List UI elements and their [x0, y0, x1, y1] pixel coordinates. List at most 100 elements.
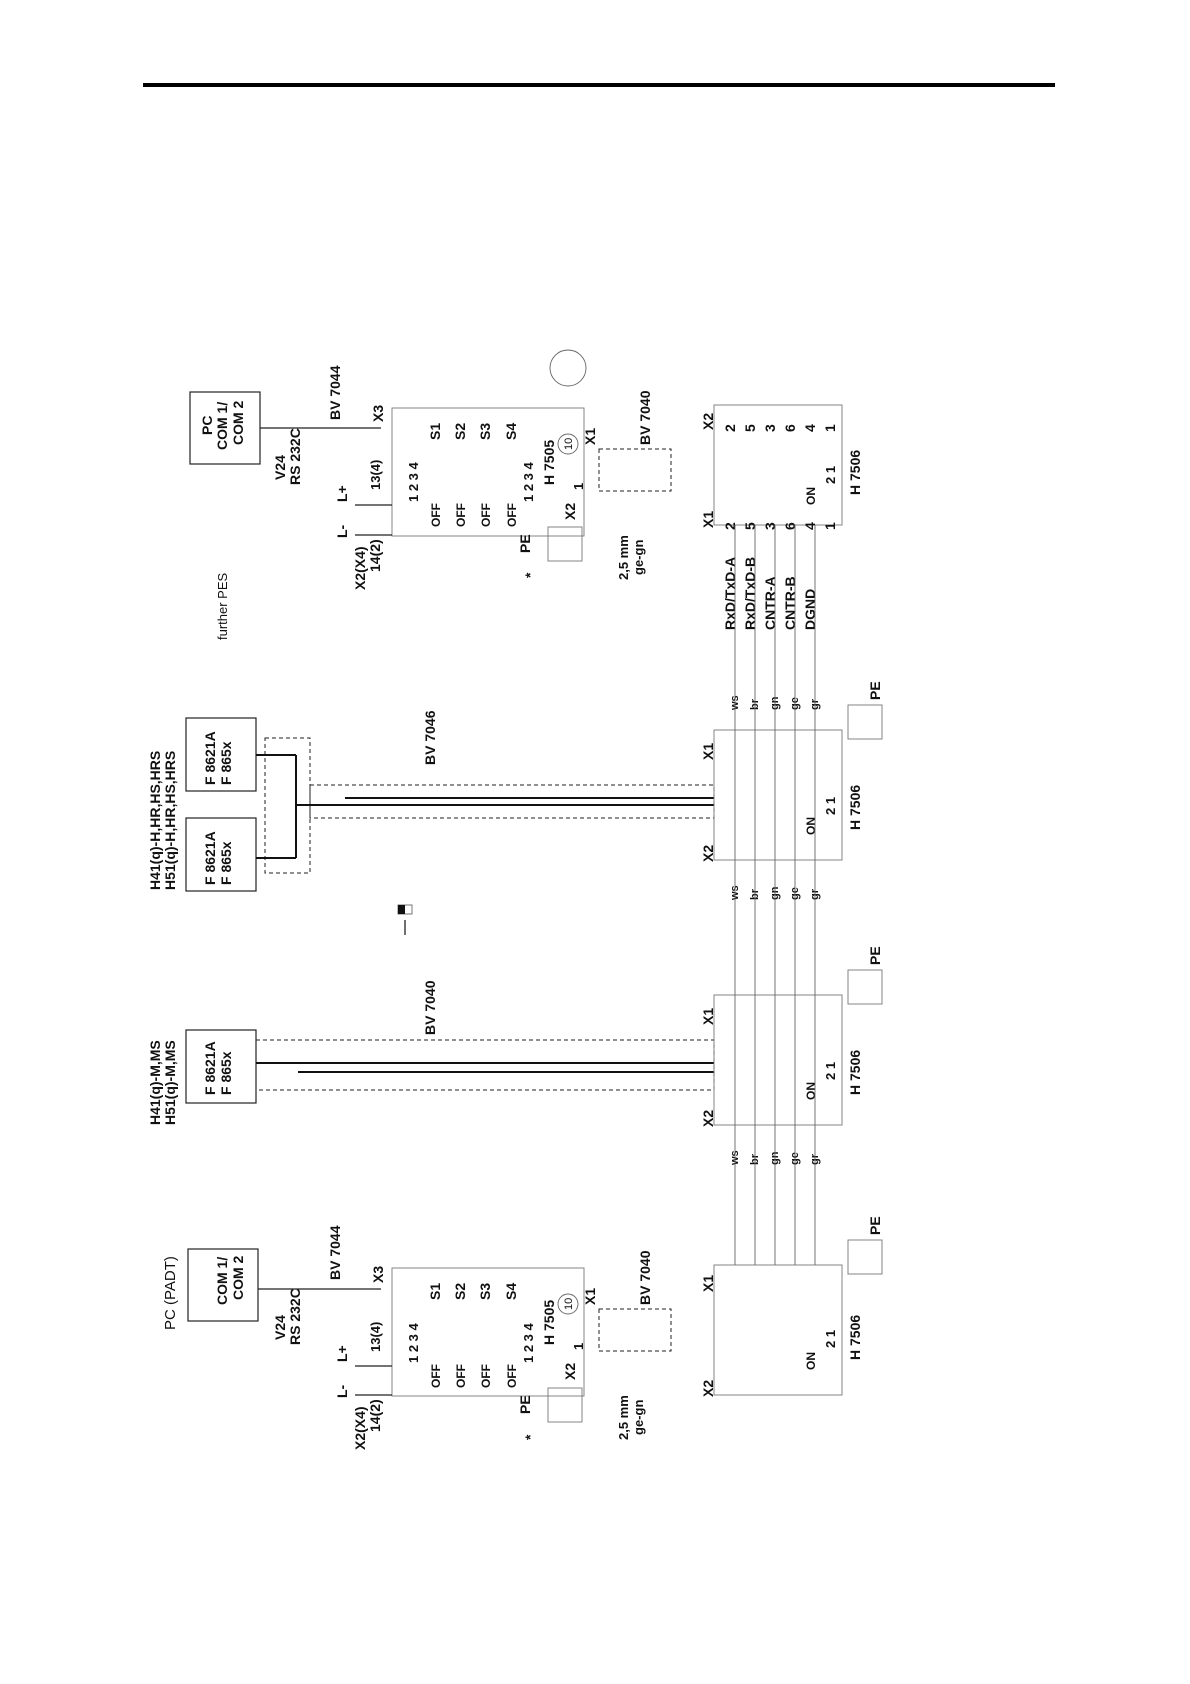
lplus-label: L+ — [334, 1345, 350, 1362]
t-5b: 5 — [742, 522, 758, 530]
h51-h-label: H51(q)-H,HR,HS,HRS — [162, 751, 178, 890]
x1-label-2: X1 — [582, 428, 598, 445]
x2-h7506-4: X2 — [700, 1380, 716, 1397]
x2-h7506-1: X2 — [700, 413, 716, 430]
dgnd-label: DGND — [802, 589, 818, 630]
off-label-1: OFF — [429, 1364, 443, 1388]
x2-h7506-3: X2 — [700, 1110, 716, 1127]
h7505-upper: X3 X2(X4) 14(2) 13(4) L- L+ 1 2 3 4 OFF … — [334, 349, 672, 590]
t13-label: 13(4) — [368, 1322, 383, 1352]
x1-h7506-3: X1 — [700, 1008, 716, 1025]
bv7040-label-4: BV 7040 — [422, 980, 438, 1035]
s1-label: S1 — [427, 1283, 443, 1300]
t13-label-2: 13(4) — [368, 460, 383, 490]
h7505-label-2: H 7505 — [541, 440, 557, 485]
f865x-label: F 865x — [218, 1051, 234, 1095]
pc-padt-group: PC (PADT) COM 1/ COM 2 V24 RS 232C BV 70… — [162, 1225, 381, 1345]
dip-digits-3: 1 2 3 4 — [406, 461, 421, 502]
bus-wires — [734, 525, 816, 1265]
f865x-label-3: F 865x — [218, 841, 234, 885]
mm2-label-2: 2,5 mm — [616, 535, 631, 580]
v24-label-2: V24 — [272, 455, 288, 480]
rs232c-label-2: RS 232C — [287, 428, 303, 485]
f865x-label-2: F 865x — [218, 741, 234, 785]
one-label-2: 1 — [571, 483, 586, 490]
bv7046-label: BV 7046 — [422, 710, 438, 765]
x1-h7506-4: X1 — [700, 1275, 716, 1292]
pe-bus-1: PE — [867, 681, 883, 700]
rxd-a-label: RxD/TxD-A — [722, 557, 738, 630]
pe-bus-2: PE — [867, 946, 883, 965]
gegn-label-2: ge-gn — [631, 540, 646, 575]
t-5: 5 — [742, 424, 758, 432]
h41-h-label: H41(q)-H,HR,HS,HRS — [147, 751, 163, 890]
ten-label-2: 10 — [563, 438, 575, 450]
signal-labels: RxD/TxD-A RxD/TxD-B CNTR-A CNTR-B DGND — [722, 557, 818, 630]
terminal-numbers: 2 5 3 6 4 1 2 5 3 6 4 1 — [722, 424, 838, 530]
com1-label: COM 1/ — [214, 1257, 230, 1305]
h7506-label-1: H 7506 — [847, 450, 863, 495]
pc-group: PC COM 1/ COM 2 V24 RS 232C BV 7044 furt… — [189, 365, 381, 640]
t-6: 6 — [782, 424, 798, 432]
x1-h7506-2: X1 — [700, 743, 716, 760]
bv7040-label-3: BV 7040 — [637, 390, 653, 445]
h51-m-label: H51(q)-M,MS — [162, 1040, 178, 1125]
s3-label: S3 — [477, 1283, 493, 1300]
h7506-label-2: H 7506 — [847, 785, 863, 830]
t14-label: 14(2) — [367, 1399, 383, 1432]
lminus-label-2: L- — [334, 524, 350, 538]
cntr-a-label: CNTR-A — [762, 576, 778, 630]
mm2-label: 2,5 mm — [616, 1395, 631, 1440]
com2-label: COM 2 — [230, 1255, 246, 1300]
off-label-6: OFF — [454, 503, 468, 527]
t-3b: 3 — [762, 522, 778, 530]
star-label: * — [522, 1434, 538, 1440]
s2-label: S2 — [452, 1283, 468, 1300]
h41-m-group: H41(q)-M,MS H51(q)-M,MS F 8621A F 865x B… — [147, 980, 715, 1125]
off-label-3: OFF — [479, 1364, 493, 1388]
on-label-4: ON — [804, 1352, 818, 1370]
x2-label: X2 — [562, 1363, 578, 1380]
on21-label-4: 2 1 — [823, 1330, 838, 1348]
h41-h-group: H41(q)-H,HR,HS,HRS H51(q)-H,HR,HS,HRS F … — [147, 710, 715, 935]
off-label-2: OFF — [454, 1364, 468, 1388]
further-pes-label: further PES — [215, 572, 230, 640]
s2-label-2: S2 — [452, 423, 468, 440]
f8621a-label-3: F 8621A — [202, 831, 218, 885]
x2-h7506-2: X2 — [700, 845, 716, 862]
one-label: 1 — [571, 1343, 586, 1350]
rxd-b-label: RxD/TxD-B — [742, 557, 758, 630]
pc-padt-label: PC (PADT) — [162, 1256, 179, 1330]
on-label-1: ON — [804, 487, 818, 505]
t-4b: 4 — [802, 522, 818, 530]
bv7044-label: BV 7044 — [327, 1225, 343, 1280]
com1-label-2: COM 1/ — [214, 402, 230, 450]
pe-label: PE — [517, 1395, 533, 1414]
x2x4-label: X2(X4) — [352, 1406, 368, 1450]
bv7040-label: BV 7040 — [637, 1250, 653, 1305]
f8621a-label-2: F 8621A — [202, 731, 218, 785]
off-label-5: OFF — [429, 503, 443, 527]
pc-label: PC — [199, 416, 215, 435]
header-rule — [143, 83, 1055, 87]
com2-label-2: COM 2 — [230, 400, 246, 445]
dip-digits: 1 2 3 4 — [406, 1322, 421, 1363]
pe-bus-3: PE — [867, 1216, 883, 1235]
pe-label-2: PE — [517, 534, 533, 553]
on-label-3: ON — [804, 1082, 818, 1100]
cntr-b-label: CNTR-B — [782, 576, 798, 630]
ten-label: 10 — [563, 1298, 575, 1310]
h41-m-label: H41(q)-M,MS — [147, 1040, 163, 1125]
bv7044-label-2: BV 7044 — [327, 365, 343, 420]
on21-label-3: 2 1 — [823, 1062, 838, 1080]
h7505-label: H 7505 — [541, 1300, 557, 1345]
lminus-label: L- — [334, 1384, 350, 1398]
dip-digits-4: 1 2 3 4 — [521, 461, 536, 502]
star-label-2: * — [522, 572, 538, 578]
t-1: 1 — [822, 424, 838, 432]
v24-label: V24 — [272, 1315, 288, 1340]
on-label-2: ON — [804, 817, 818, 835]
x1-h7506-1: X1 — [700, 511, 716, 528]
